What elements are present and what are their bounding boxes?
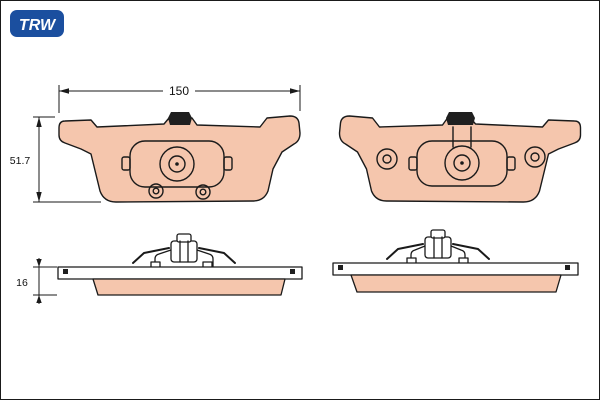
clip-leg-right — [196, 249, 214, 268]
backplate-outline — [58, 115, 301, 203]
trw-logo-background — [10, 10, 64, 37]
dimension-width: 150 — [58, 84, 301, 113]
pad-spring-clip-left — [132, 233, 236, 268]
trw-logo-text: TRW — [19, 17, 57, 34]
dimension-height-label: 51.7 — [10, 155, 31, 167]
clip-wing-left — [132, 247, 170, 264]
piston-contact-center — [175, 162, 179, 166]
dimension-width-label: 150 — [169, 84, 189, 98]
rivet-hole — [195, 184, 211, 200]
retaining-clip-legs — [452, 126, 472, 148]
dimension-thickness-label: 16 — [16, 277, 28, 289]
backplate-outline — [338, 115, 582, 203]
clip-wing-left — [386, 243, 424, 260]
trw-logo: TRW — [10, 10, 64, 37]
clip-wing-right — [198, 247, 236, 264]
backplate-edge — [57, 266, 303, 280]
rivet-hole-inner — [152, 187, 160, 195]
abutment-mark — [63, 269, 68, 274]
backplate-edge — [332, 262, 579, 276]
pad-side-view-right — [332, 229, 579, 293]
pad-spring-clip-right — [386, 229, 490, 264]
clip-wing-right — [452, 243, 490, 260]
piston-contact-outer — [444, 145, 480, 181]
abutment-mark — [565, 265, 570, 270]
dimension-height: 51.7 — [10, 116, 101, 203]
arrowhead — [36, 259, 42, 267]
clip-leg-left — [154, 249, 172, 268]
shim-tab-right — [506, 156, 516, 171]
guide-hole-inner — [530, 152, 540, 162]
pad-side-view-left — [57, 233, 303, 296]
rivet-hole — [148, 183, 164, 199]
arrowhead — [36, 295, 42, 303]
clip-body — [170, 240, 198, 263]
piston-contact-inner — [168, 155, 186, 173]
dimension-thickness: 16 — [16, 258, 57, 304]
abutment-mark — [290, 269, 295, 274]
arrowhead — [59, 88, 69, 94]
guide-hole — [524, 146, 546, 168]
piston-contact-outer — [159, 146, 195, 182]
shim-tab-right — [223, 156, 233, 171]
clip-leg-left — [410, 245, 426, 264]
piston-contact-inner — [453, 154, 471, 172]
guide-hole-inner — [382, 154, 392, 164]
friction-material-edge — [350, 274, 562, 293]
arrowhead — [36, 192, 42, 202]
abutment-mark — [338, 265, 343, 270]
clip-leg-right — [450, 245, 466, 264]
friction-material-edge — [92, 278, 286, 296]
arrowhead — [36, 117, 42, 127]
wear-sensor-tab — [168, 112, 192, 125]
retaining-clip-cap — [446, 112, 475, 125]
pad-front-view-left — [58, 112, 301, 203]
arrowhead — [290, 88, 300, 94]
shim-tab-left — [408, 156, 418, 171]
pad-front-view-right — [338, 112, 582, 203]
clip-top-nub — [176, 233, 192, 243]
guide-hole — [376, 148, 398, 170]
clip-top-nub — [430, 229, 446, 239]
shim-tab-left — [121, 156, 131, 171]
clip-body — [424, 236, 452, 259]
piston-contact-center — [460, 161, 464, 165]
rivet-hole-inner — [199, 188, 207, 196]
